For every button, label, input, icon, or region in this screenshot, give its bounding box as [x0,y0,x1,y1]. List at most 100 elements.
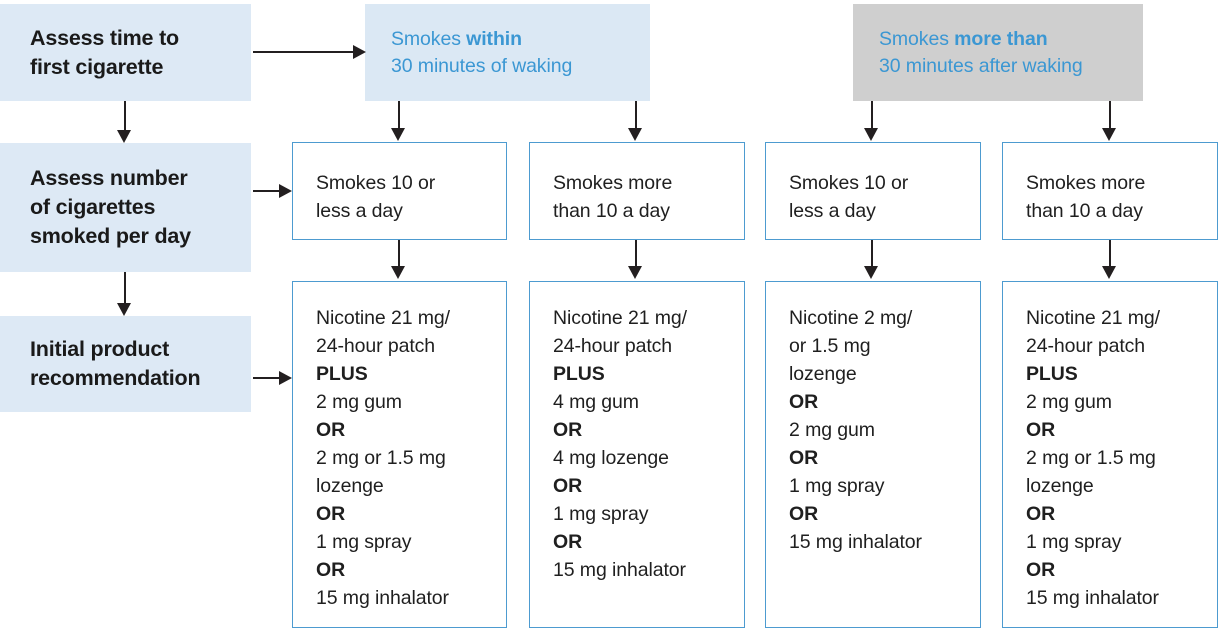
stage-assess-count-text: Assess number of cigarettes smoked per d… [30,164,191,251]
product-connector: OR [553,475,583,497]
count-line: than 10 a day [553,200,670,222]
product-item: 1 mg spray [316,531,412,553]
stage-line: Assess time to [30,25,179,50]
count-box-col-3: Smokes 10 or less a day [765,142,981,240]
arrowhead-cond1-to-count1 [391,128,405,141]
product-connector: OR [1026,503,1056,525]
product-connector: PLUS [316,363,368,385]
connector-line-cond1-to-count2 [635,101,637,130]
arrowhead-count1-to-product1 [391,266,405,279]
product-connector: OR [316,503,346,525]
product-connector: OR [553,419,583,441]
connector-line-count2-to-product2 [635,240,637,268]
arrowhead-cond2-to-count4 [1102,128,1116,141]
arrowhead-count4-to-product4 [1102,266,1116,279]
arrowhead-stage1-to-cond1 [353,44,366,59]
count-line: Smokes 10 or [316,172,436,194]
connector-line-cond2-to-count3 [871,101,873,130]
product-connector: OR [553,531,583,553]
product-connector: OR [1026,559,1056,581]
arrowhead-stage3-to-product1 [279,370,292,385]
connector-line-count1-to-product1 [398,240,400,268]
connector-line-cond2-to-count4 [1109,101,1111,130]
product-connector: PLUS [1026,363,1078,385]
product-item: 2 mg or 1.5 mg lozenge [1026,447,1156,497]
condition-emphasis: within [466,27,522,50]
connector-line-count3-to-product3 [871,240,873,268]
condition-prefix: Smokes [391,27,467,50]
connector-line-stage2-to-count1 [253,190,283,192]
count-box-col-4: Smokes more than 10 a day [1002,142,1218,240]
connector-line-stage3-to-product1 [253,377,283,379]
condition-emphasis: more than [954,27,1048,50]
condition-line-2: 30 minutes of waking [391,54,573,77]
arrowhead-cond2-to-count3 [864,128,878,141]
count-box-col-2: Smokes more than 10 a day [529,142,745,240]
count-line: Smokes 10 or [789,172,909,194]
count-line: than 10 a day [1026,200,1143,222]
stage-line: Assess number [30,166,188,190]
product-connector: OR [316,419,346,441]
product-item: Nicotine 21 mg/ 24-hour patch [316,307,450,357]
arrowhead-stage1-to-stage2 [117,130,131,143]
product-item: 4 mg lozenge [553,447,669,469]
condition-line-1: Smokes more than [879,26,1083,53]
stage-initial-product-text: Initial product recommendation [30,335,201,393]
count-line: less a day [316,200,403,222]
arrowhead-count2-to-product2 [628,266,642,279]
connector-line-count4-to-product4 [1109,240,1111,268]
condition-within-30-text: Smokes within 30 minutes of waking [391,26,572,80]
product-item: 15 mg inhalator [316,587,449,609]
product-item: 15 mg inhalator [553,559,686,581]
product-connector: OR [789,391,819,413]
count-line: Smokes more [553,172,673,194]
product-item: 15 mg inhalator [789,531,922,553]
condition-more-than-30: Smokes more than 30 minutes after waking [853,4,1143,101]
product-item: 1 mg spray [789,475,885,497]
product-item: 4 mg gum [553,391,639,413]
product-connector: OR [1026,419,1056,441]
product-item: 2 mg or 1.5 mg lozenge [316,447,446,497]
product-item: Nicotine 21 mg/ 24-hour patch [1026,307,1160,357]
count-box-col-1: Smokes 10 or less a day [292,142,507,240]
product-connector: PLUS [553,363,605,385]
stage-line: Initial product [30,337,170,361]
stage-line: smoked per day [30,224,191,248]
condition-line-2: 30 minutes after waking [879,54,1083,77]
stage-assess-time: Assess time to first cigarette [0,4,251,101]
arrowhead-stage2-to-stage3 [117,303,131,316]
arrowhead-stage2-to-count1 [279,183,292,198]
condition-more-than-30-text: Smokes more than 30 minutes after waking [879,26,1083,80]
condition-within-30: Smokes within 30 minutes of waking [365,4,650,101]
product-connector: OR [789,503,819,525]
connector-line-stage1-to-stage2 [124,101,126,133]
product-item: 2 mg gum [1026,391,1112,413]
product-item: 1 mg spray [1026,531,1122,553]
stage-line: of cigarettes [30,195,156,219]
stage-line: first cigarette [30,54,164,79]
product-item: 2 mg gum [789,419,875,441]
condition-prefix: Smokes [879,27,955,50]
arrowhead-cond1-to-count2 [628,128,642,141]
connector-line-stage2-to-stage3 [124,272,126,305]
product-item: Nicotine 21 mg/ 24-hour patch [553,307,687,357]
condition-line-1: Smokes within [391,26,572,53]
product-item: 2 mg gum [316,391,402,413]
product-connector: OR [316,559,346,581]
stage-initial-product: Initial product recommendation [0,316,251,412]
arrowhead-count3-to-product3 [864,266,878,279]
stage-line: recommendation [30,366,201,390]
product-connector: OR [789,447,819,469]
product-item: 15 mg inhalator [1026,587,1159,609]
connector-line-cond1-to-count1 [398,101,400,130]
product-item: Nicotine 2 mg/ or 1.5 mg lozenge [789,307,913,385]
stage-assess-time-text: Assess time to first cigarette [30,24,179,82]
